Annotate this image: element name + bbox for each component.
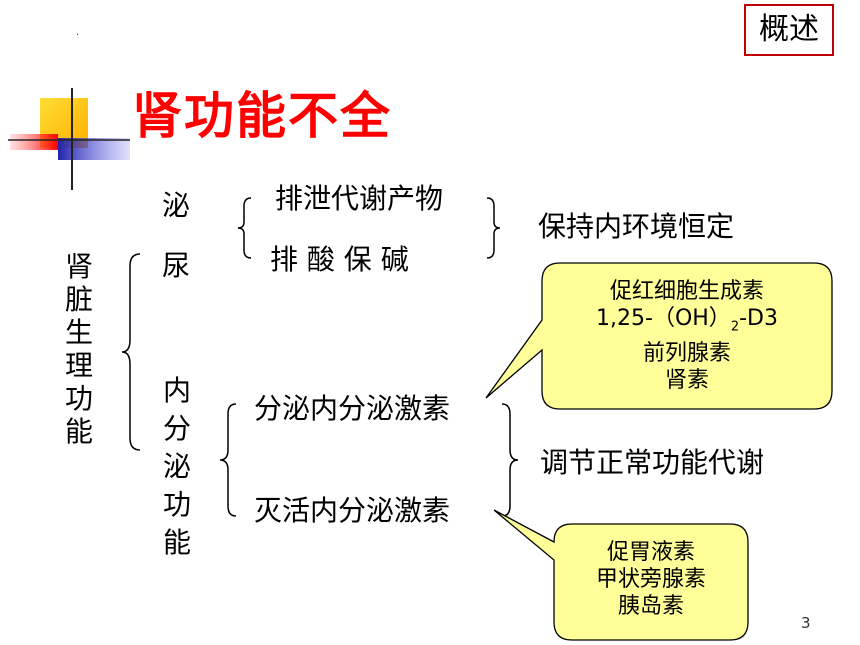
- endocrine-label: 内 分 泌 功 能: [160, 372, 194, 562]
- label-char: 理: [64, 349, 93, 382]
- label-char: 生: [64, 316, 93, 349]
- label-char: 分: [162, 412, 191, 445]
- label-char: 肾: [64, 250, 93, 283]
- excretion-brace-left: [237, 197, 252, 259]
- hormone-prostaglandin: 前列腺素: [642, 341, 731, 367]
- page-number: 3: [801, 614, 811, 632]
- hormone-epo: 促红细胞生成素: [609, 279, 764, 304]
- label-char: 脏: [64, 283, 93, 316]
- hormone-pth: 甲状旁腺素: [595, 567, 706, 592]
- excretion-brace-right: [486, 197, 501, 259]
- title-decoration: [8, 88, 130, 190]
- excretion-char-1: 泌: [162, 189, 191, 222]
- endocrine-brace-left: [219, 403, 237, 517]
- label-char: 能: [162, 526, 191, 559]
- deco-blue-bar: [58, 138, 130, 160]
- label-char: 功: [64, 382, 93, 415]
- label-char: 能: [64, 415, 93, 448]
- homeostasis-text: 保持内环境恒定: [538, 210, 735, 243]
- kidney-function-label: 肾 脏 生 理 功 能: [62, 250, 96, 448]
- endocrine-brace-right: [501, 403, 519, 517]
- main-brace: [121, 253, 141, 451]
- page-title: 肾功能不全: [132, 87, 392, 145]
- label-char: 泌: [162, 450, 191, 483]
- section-tag: 概述: [744, 4, 834, 56]
- callout-secrete: 促红细胞生成素 1,25-（OH）2-D3 前列腺素 肾素: [542, 278, 832, 394]
- vitd-sub: 2: [730, 319, 740, 335]
- inactivate-hormones-text: 灭活内分泌激素: [254, 494, 451, 527]
- hormone-vitd: 1,25-（OH）2-D3: [542, 305, 832, 340]
- label-char: 内: [162, 374, 191, 407]
- vitd-main: 1,25-（OH）: [596, 306, 731, 331]
- hormone-renin: 肾素: [664, 368, 709, 394]
- vitd-tail: -D3: [739, 306, 778, 331]
- dot-mark: ·: [76, 30, 80, 41]
- regulate-metabolism-text: 调节正常功能代谢: [540, 446, 765, 479]
- hormone-insulin: 胰岛素: [617, 594, 684, 619]
- callout-inactivate: 促胃液素 甲状旁腺素 胰岛素: [554, 539, 748, 620]
- secrete-hormones-text: 分泌内分泌激素: [254, 392, 451, 425]
- excretion-char-2: 尿: [162, 249, 191, 282]
- label-char: 功: [162, 488, 191, 521]
- acid-base-text: 排 酸 保 碱: [270, 243, 409, 276]
- excrete-metabolites-text: 排泄代谢产物: [275, 182, 444, 215]
- hormone-gastrin: 促胃液素: [606, 540, 695, 565]
- deco-red-bar: [10, 134, 58, 150]
